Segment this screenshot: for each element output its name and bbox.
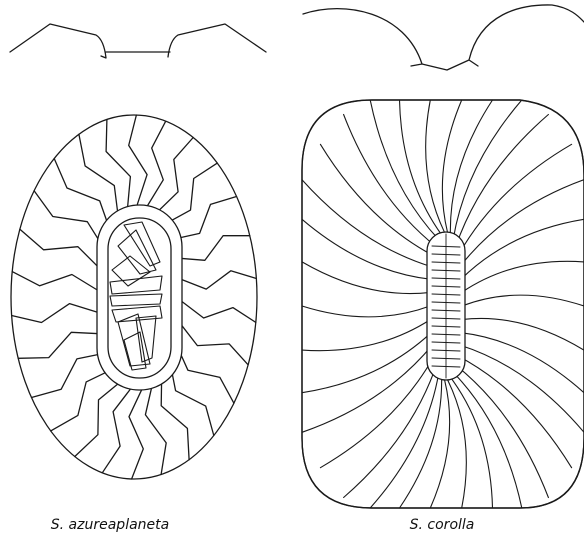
left-striation-line [12,304,99,323]
right-radial-line [448,380,467,508]
right-radial-line [344,365,437,497]
right-radial-line [302,306,430,317]
right-radial-line [458,356,572,468]
right-radial-line [456,115,549,247]
left-striation-line [12,272,98,291]
left-striation-line [129,115,147,204]
left-striation-line [102,387,132,473]
left-striation-line [145,384,166,475]
right-profile-line [303,5,584,70]
left-striation-line [18,332,102,358]
left-striation-line [75,380,123,457]
left-striation-line [32,353,107,398]
left-striation-line [34,191,104,249]
left-striation-line [54,159,110,232]
right-radial-line [453,100,522,240]
right-radial-line [320,144,434,256]
right-radial-line [460,345,584,432]
right-radial-line [458,144,572,256]
right-specimen-diagram [302,100,584,508]
right-radial-line [302,320,430,351]
left-striation-line [180,323,248,365]
left-striation-line [182,302,256,323]
right-radial-line [450,377,492,508]
specimen-caption-right: S. corolla [410,517,475,533]
left-striation-line [157,138,193,213]
right-profile-outline [303,5,584,70]
right-radial-line [462,295,584,306]
left-striation-line [129,388,143,479]
right-radial-line [461,333,584,393]
left-striation-line [181,271,256,289]
left-striation-line [148,121,166,205]
specimen-caption-left: S. azureaplaneta [51,517,169,533]
right-radial-line [302,180,432,267]
right-radial-line [462,318,584,350]
right-radial-line [462,261,584,292]
left-striation-line [173,197,236,240]
left-striation-line [79,134,118,217]
left-striation-line [20,229,100,269]
left-striation-line [170,361,214,436]
right-radial-line [302,262,430,294]
right-radial-line [461,219,584,279]
right-radial-line [302,219,431,279]
right-radial-line [453,372,522,508]
left-specimen-diagram [11,115,257,479]
right-radial-line [302,333,431,393]
left-profile-outline [10,24,266,58]
left-striation-line [178,236,250,261]
right-radial-line [400,100,442,235]
left-profile-line [10,24,266,58]
left-striation-line [176,344,234,404]
left-striation-line [166,163,217,224]
right-radial-line [320,356,434,468]
left-striation-line [51,368,114,431]
left-striation-line [106,120,130,209]
right-radial-line [426,100,445,232]
